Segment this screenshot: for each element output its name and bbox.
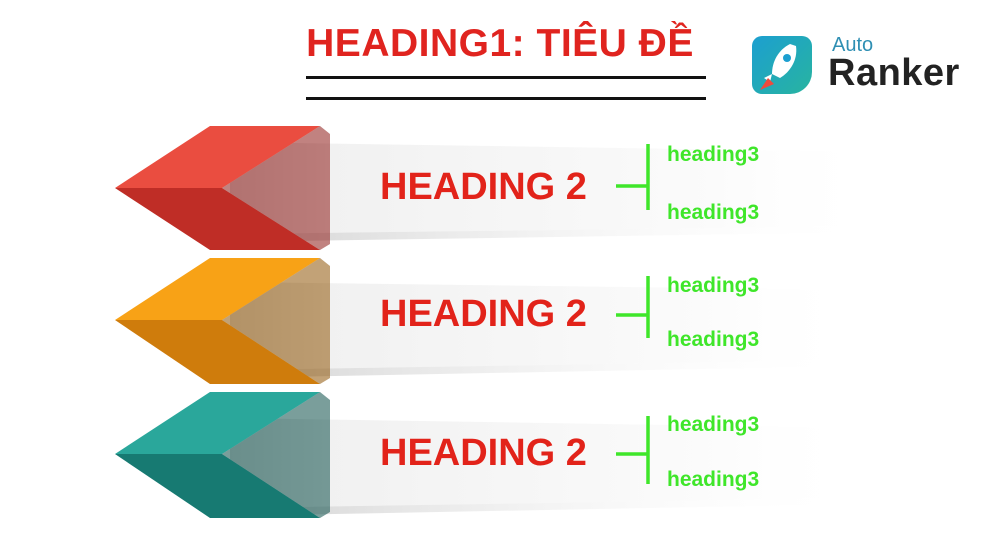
heading3-label: heading3 [667,468,760,491]
logo-auto-text: Auto [832,34,874,56]
heading3-label: heading3 [667,143,760,166]
heading3-label: heading3 [667,201,760,224]
autoranker-logo: Auto Ranker [750,32,990,98]
arrow-red [115,126,880,250]
heading-bracket [616,144,650,210]
heading-bracket [616,276,650,338]
arrow-teal [115,392,860,518]
heading2-label: HEADING 2 [380,293,587,335]
page-title: HEADING1: TIÊU ĐỀ [306,22,694,65]
heading2-label: HEADING 2 [380,166,587,208]
heading2-label: HEADING 2 [380,432,587,474]
heading-bracket [616,416,650,484]
title-underline-bottom [306,97,706,100]
logo-ranker-text: Ranker [828,52,960,94]
heading3-label: heading3 [667,328,760,351]
rocket-icon [752,36,812,94]
title-underline-top [306,76,706,79]
heading3-label: heading3 [667,413,760,436]
heading3-label: heading3 [667,274,760,297]
arrow-orange [115,258,860,384]
